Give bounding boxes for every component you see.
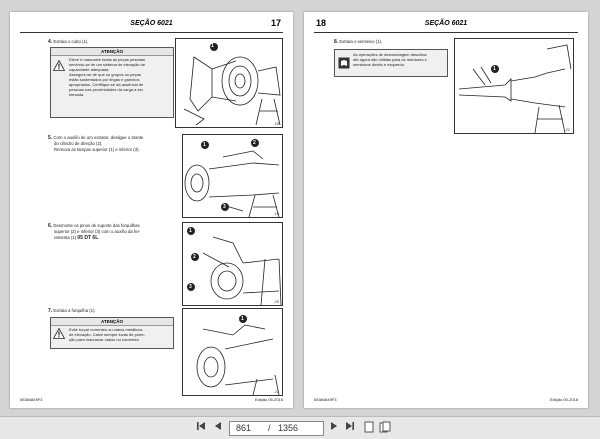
page-number: 18 — [316, 18, 327, 28]
section-title: SEÇÃO 6021 — [130, 20, 173, 27]
callout-label: 1 — [241, 316, 244, 322]
callout-label: 2 — [193, 254, 196, 260]
warning-box-chains: ATENÇÃO Evite forçar correntes ou cabos … — [50, 317, 174, 349]
next-page-button[interactable] — [328, 421, 340, 435]
callout-label: 1 — [211, 43, 214, 49]
warning-triangle-icon — [53, 328, 65, 339]
callout-label: 2 — [253, 140, 256, 146]
edition: Edição 05-2016 — [254, 397, 283, 402]
callout-label: 3 — [189, 284, 192, 290]
document-page-left: SEÇÃO 6021 17 4. Extraia o cubo (1). ATE… — [10, 12, 293, 408]
step-7: 7. Extraia a forquilha (1). — [48, 308, 96, 314]
page-number: 17 — [270, 18, 281, 28]
illustration-fork-pins: 1 2 3 20 — [182, 222, 283, 306]
page-header: 18 SEÇÃO 6021 — [314, 18, 578, 33]
illustration-hub-removal: 18 1 — [175, 38, 283, 128]
next-page-icon — [331, 422, 337, 430]
page-view-icon — [364, 421, 374, 433]
warning-title: ATENÇÃO — [51, 48, 173, 56]
step-8: 8. Extraia o semieixo (1). — [334, 39, 383, 45]
callout-label: 1 — [493, 66, 496, 72]
current-page: 861 — [236, 423, 252, 433]
doc-code: 65384849F3 — [314, 397, 337, 402]
illustration-steering-cylinder: 1 2 3 19 — [182, 134, 283, 218]
first-page-button[interactable] — [195, 421, 207, 435]
total-pages: 1356 — [278, 423, 299, 433]
page-number-input[interactable]: 861 / 1356 — [229, 421, 324, 436]
figure-number: 22 — [565, 127, 570, 132]
previous-page-icon — [215, 422, 221, 430]
last-page-button[interactable] — [344, 421, 356, 435]
first-page-icon — [197, 422, 205, 430]
single-page-view-button[interactable] — [362, 421, 376, 435]
step-6: 6. Desmonte os pinos de suporte das forq… — [48, 223, 141, 241]
edition: Edição 05-2016 — [549, 397, 578, 402]
figure-number: 20 — [274, 299, 279, 304]
two-page-view-button[interactable] — [378, 421, 392, 435]
warning-triangle-icon — [53, 60, 65, 71]
page-header: SEÇÃO 6021 17 — [20, 18, 283, 33]
step-5: 5. Com o auxílio de um extrator, desligu… — [48, 135, 144, 152]
viewer-toolbar: 861 / 1356 — [0, 416, 600, 439]
warning-text: Evite forçar correntes ou cabos metálico… — [69, 327, 146, 342]
book-note-icon — [338, 57, 350, 69]
callout-label: 3 — [223, 204, 226, 210]
previous-page-button[interactable] — [212, 421, 224, 435]
callout-label: 1 — [203, 142, 206, 148]
two-page-view-icon — [379, 421, 391, 433]
page-separator: / — [268, 423, 271, 433]
figure-number: 19 — [274, 211, 279, 216]
illustration-fork-extraction: 1 21 — [182, 308, 283, 396]
doc-code: 65384849F3 — [20, 397, 43, 402]
figure-number: 18 — [274, 121, 279, 126]
section-title: SEÇÃO 6021 — [424, 20, 468, 27]
step-4: 4. Extraia o cubo (1). — [48, 39, 89, 45]
warning-title: ATENÇÃO — [51, 318, 173, 326]
warning-box-lifting: ATENÇÃO Eleve e manuseie todas as peças … — [50, 47, 174, 118]
figure-number: 21 — [274, 389, 279, 394]
document-page-right: 18 SEÇÃO 6021 8. Extraia o semieixo (1).… — [304, 12, 588, 408]
callout-label: 1 — [189, 228, 192, 234]
illustration-half-shaft: 1 22 — [454, 38, 574, 134]
last-page-icon — [346, 422, 354, 430]
